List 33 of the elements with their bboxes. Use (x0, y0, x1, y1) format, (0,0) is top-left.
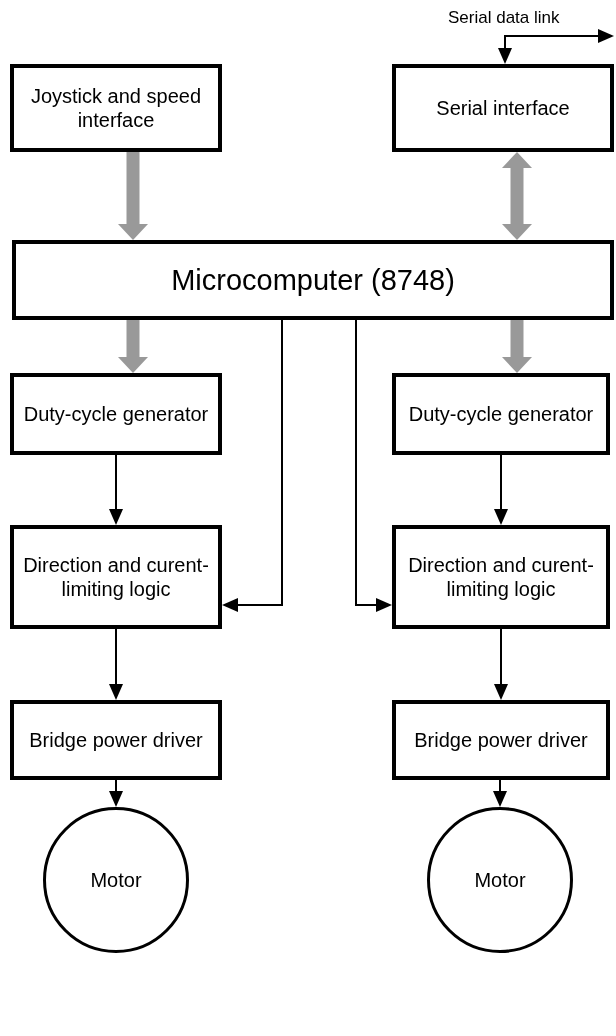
arrow (355, 319, 392, 612)
block-label: Bridge power driver (413, 728, 589, 752)
bus-arrow (118, 320, 148, 373)
arrow (494, 628, 508, 700)
block-label: Direction and curent-limiting logic (407, 553, 595, 601)
arrow (498, 29, 614, 64)
block-box (392, 525, 610, 629)
block-box (392, 373, 610, 455)
block-box (10, 700, 222, 780)
block-label: Serial interface (435, 96, 571, 120)
bus-arrow (502, 152, 532, 240)
bus-arrow (502, 320, 532, 373)
arrow (109, 779, 123, 807)
processor-box (12, 240, 614, 320)
arrow (222, 319, 283, 612)
block-box (392, 700, 610, 780)
block-label: Duty-cycle generator (22, 402, 210, 426)
arrow (493, 779, 507, 807)
block-label: Direction and curent-limiting logic (22, 553, 210, 601)
arrow (494, 454, 508, 525)
block-box (10, 373, 222, 455)
block-label: Duty-cycle generator (407, 402, 595, 426)
bus-arrow (118, 152, 148, 240)
block-label: Joystick and speed interface (29, 84, 203, 132)
arrow (109, 454, 123, 525)
block-label: Motor (89, 868, 143, 892)
arrow (109, 628, 123, 700)
block-label: Motor (473, 868, 527, 892)
block-label: Microcomputer (8748) (170, 263, 456, 297)
block-label: Bridge power driver (28, 728, 204, 752)
block-box (10, 525, 222, 629)
block-box (392, 64, 614, 152)
block-box (10, 64, 222, 152)
